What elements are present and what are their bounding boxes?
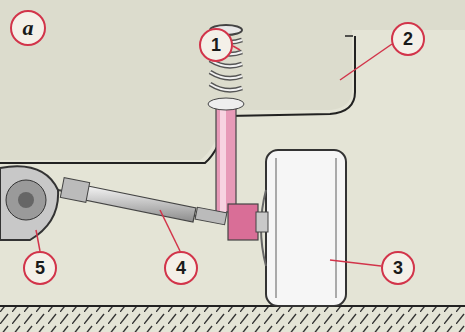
figure-letter: а (10, 10, 46, 46)
leader-line (36, 230, 40, 251)
ground-line (0, 305, 465, 307)
strut-highlight (220, 108, 226, 212)
differential-housing (0, 166, 58, 240)
spring-seat (208, 98, 244, 110)
callout-number: 1 (199, 28, 233, 62)
ground-hatch (0, 306, 465, 332)
callout-number: 2 (391, 22, 425, 56)
differential-gear (6, 180, 46, 220)
body-outline (0, 36, 355, 163)
hub-flange (256, 212, 268, 232)
leader-line (340, 44, 392, 80)
leader-lines (36, 44, 392, 266)
callout-number: 5 (23, 251, 57, 285)
inner-joint (60, 178, 89, 203)
outer-joint (195, 207, 227, 225)
leader-line (330, 260, 381, 266)
strut-tube (216, 108, 236, 212)
leader-line (160, 210, 180, 251)
body-edge (345, 35, 353, 37)
leader-line (233, 46, 240, 50)
callout-number: 4 (164, 251, 198, 285)
wheel-tyre (266, 150, 346, 306)
hub-knuckle (228, 204, 258, 240)
wheel-tread (276, 158, 336, 298)
drive-shaft (85, 186, 196, 222)
differential-hub (18, 192, 34, 208)
callout-number: 3 (381, 251, 415, 285)
